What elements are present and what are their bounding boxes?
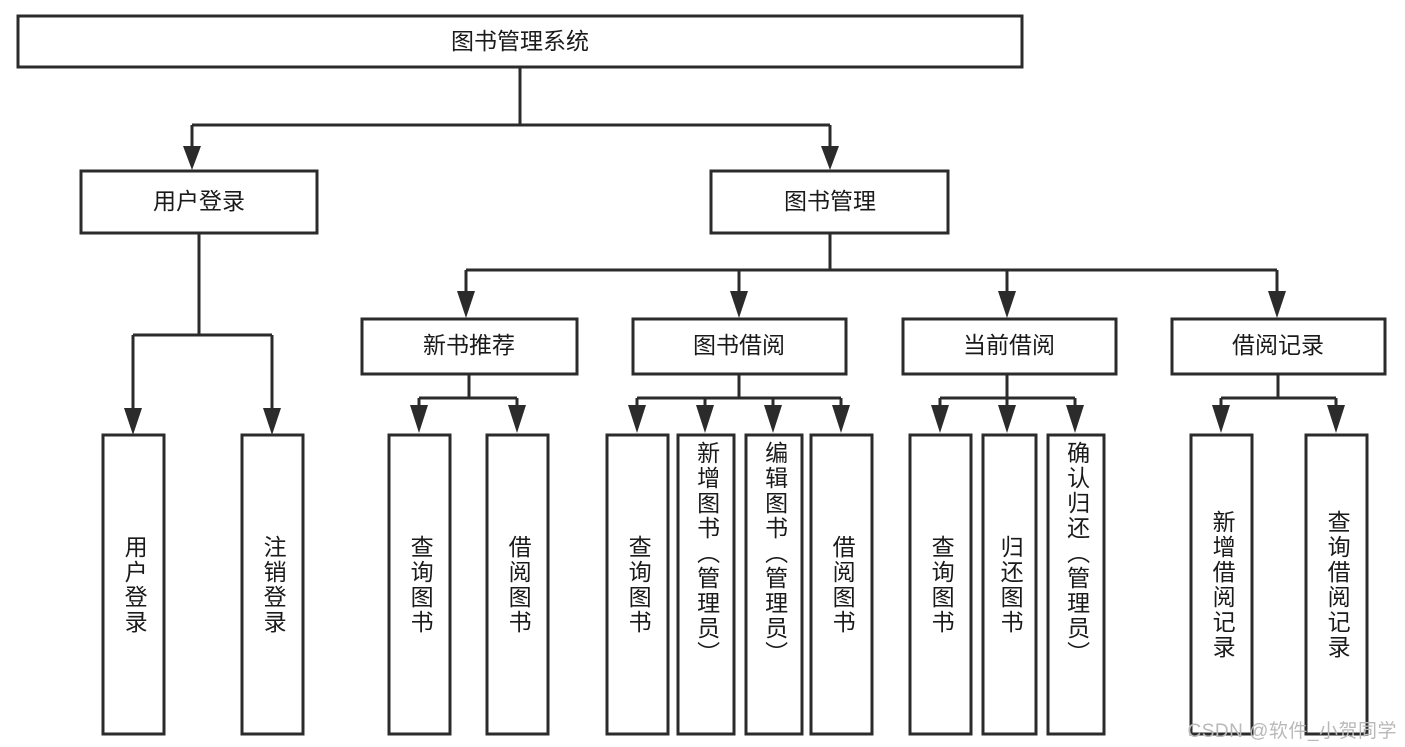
leaf-box-layer: [101, 433, 1369, 736]
leaf-return-book-box[interactable]: [981, 433, 1038, 736]
leaf-user-login-box[interactable]: [101, 433, 166, 736]
node-root-label: 图书管理系统: [451, 28, 589, 54]
leaf-query-book-3-box[interactable]: [908, 433, 973, 736]
node-book-manage-label: 图书管理: [784, 188, 876, 214]
leaf-query-book-2-box[interactable]: [605, 433, 670, 736]
node-current-borrow[interactable]: 当前借阅: [901, 317, 1118, 376]
node-new-book-recommend-box[interactable]: [360, 317, 579, 376]
leaf-confirm-return-box[interactable]: [1046, 433, 1106, 736]
node-book-manage[interactable]: 图书管理: [709, 169, 950, 235]
arrowhead-leaf-query-book-1: [410, 405, 428, 433]
node-root-box[interactable]: [16, 14, 1024, 69]
node-current-borrow-label: 当前借阅: [963, 332, 1055, 358]
node-borrow-record-box[interactable]: [1170, 317, 1387, 376]
node-new-book-recommend[interactable]: 新书推荐: [360, 317, 579, 376]
node-user-login[interactable]: 用户登录: [79, 169, 319, 235]
node-layer: 图书管理系统 用户登录 图书管理 新书推荐 图书借阅: [16, 14, 1387, 736]
arrowhead-leaf-query-book-2: [628, 405, 646, 433]
node-book-borrow-box[interactable]: [631, 317, 848, 376]
node-book-borrow[interactable]: 图书借阅: [631, 317, 848, 376]
leaf-query-book-1-box[interactable]: [387, 433, 452, 736]
arrowhead-new-book-recommend: [457, 291, 475, 318]
leaf-add-record-box[interactable]: [1189, 433, 1254, 736]
leaf-query-record-box[interactable]: [1304, 433, 1369, 736]
node-user-login-label: 用户登录: [153, 188, 245, 214]
leaf-add-book-box[interactable]: [676, 433, 736, 736]
arrowhead-leaf-borrow-book-1: [508, 405, 526, 433]
arrowhead-leaf-edit-book: [764, 405, 782, 433]
arrowhead-leaf-logout-login: [263, 408, 281, 435]
arrowhead-leaf-query-book-3: [931, 405, 949, 433]
arrowhead-leaf-borrow-book-2: [832, 405, 850, 433]
connector-layer: [124, 67, 1345, 435]
watermark: CSDN @软件_小贺同学: [1187, 721, 1397, 742]
arrowhead-leaf-query-record: [1327, 405, 1345, 433]
node-current-borrow-box[interactable]: [901, 317, 1118, 376]
arrowhead-book-manage: [821, 146, 839, 170]
arrowhead-leaf-add-record: [1212, 405, 1230, 433]
node-new-book-recommend-label: 新书推荐: [423, 332, 515, 358]
node-book-manage-box[interactable]: [709, 169, 950, 235]
node-root[interactable]: 图书管理系统: [16, 14, 1024, 69]
node-user-login-box[interactable]: [79, 169, 319, 235]
arrowhead-user-login: [183, 146, 201, 170]
leaf-borrow-book-2-box[interactable]: [809, 433, 874, 736]
leaf-borrow-book-1-box[interactable]: [485, 433, 550, 736]
arrowhead-book-borrow: [730, 291, 748, 318]
arrowhead-borrow-record: [1268, 291, 1286, 318]
arrowhead-leaf-user-login: [124, 408, 142, 435]
leaf-logout-login-box[interactable]: [240, 433, 305, 736]
leaf-edit-book-box[interactable]: [744, 433, 804, 736]
arrowhead-leaf-return-book: [998, 405, 1016, 433]
arrowhead-current-borrow: [998, 291, 1016, 318]
node-borrow-record-label: 借阅记录: [1232, 332, 1324, 358]
arrowhead-leaf-confirm-return: [1066, 405, 1084, 433]
node-borrow-record[interactable]: 借阅记录: [1170, 317, 1387, 376]
node-book-borrow-label: 图书借阅: [693, 332, 785, 358]
arrowhead-leaf-add-book: [696, 405, 714, 433]
